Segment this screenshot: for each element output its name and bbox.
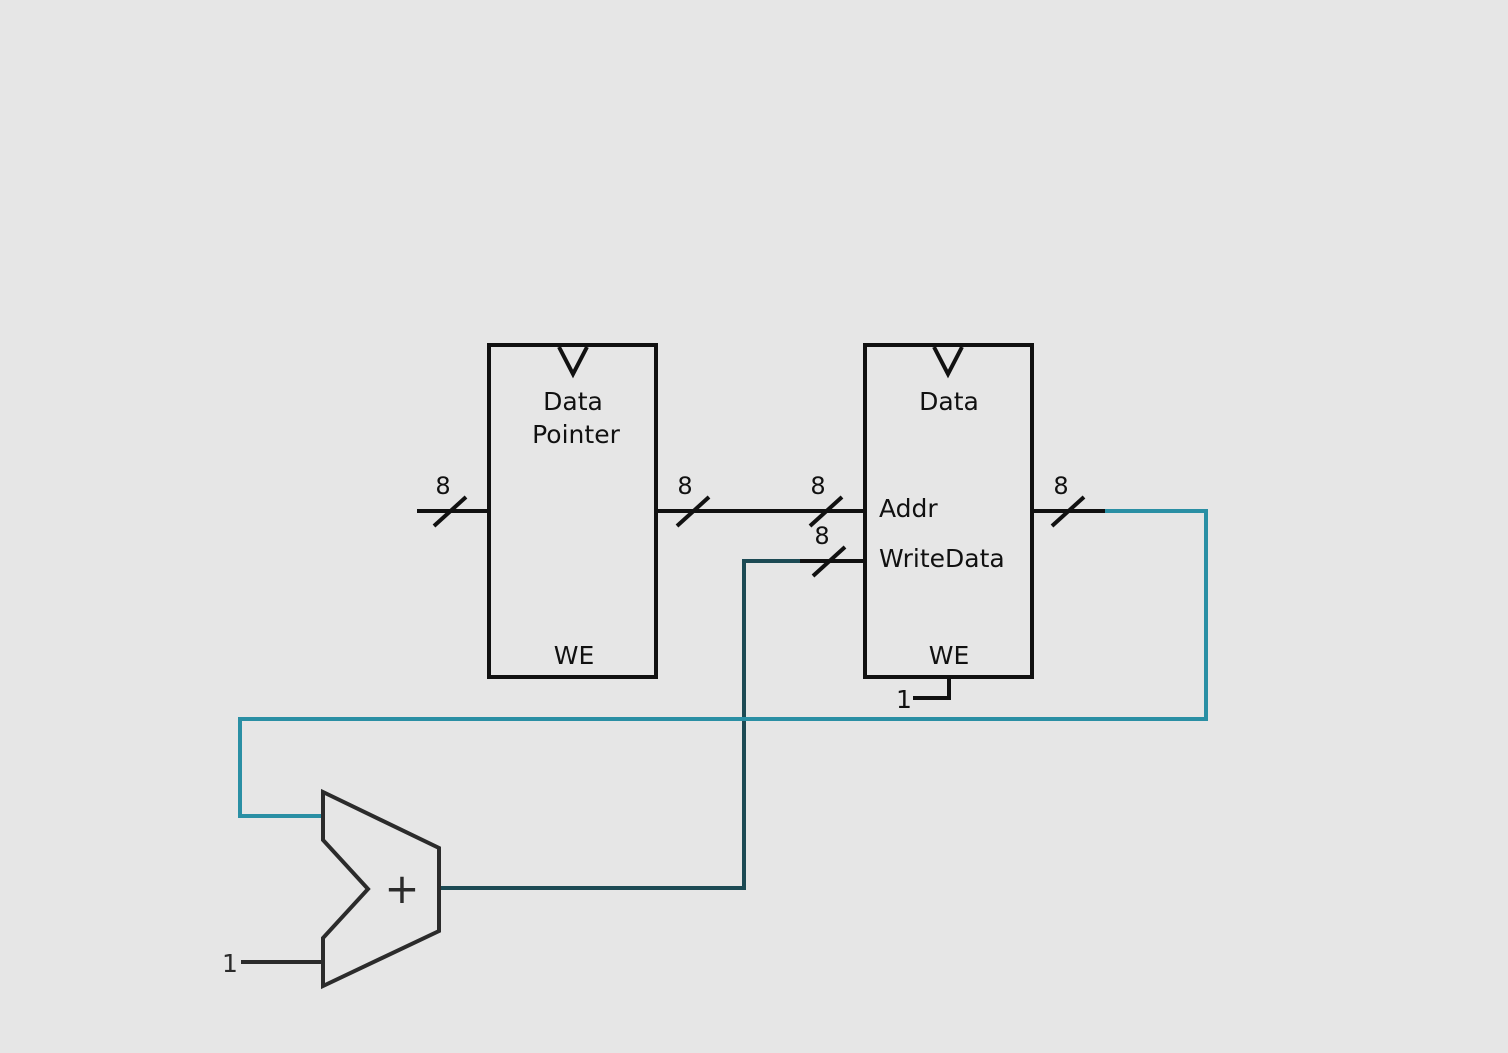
adder-body — [321, 788, 441, 990]
dp-output-bus-slash — [675, 495, 711, 528]
data-pointer-register: Data Pointer WE — [487, 343, 658, 679]
data-pointer-title-line1: Data — [543, 387, 603, 416]
dp-to-addr-bus: 8 8 — [656, 472, 865, 528]
addr-bus-slash — [808, 495, 844, 528]
data-pointer-title-line2: Pointer — [532, 420, 620, 449]
dp-input-bus: 8 — [417, 472, 489, 528]
data-we-wire — [913, 677, 951, 700]
data-we-const: 1 — [896, 685, 912, 714]
data-output-bus-slash — [1050, 495, 1086, 528]
writedata-bus-slash — [811, 545, 847, 578]
data-output-width: 8 — [1053, 472, 1068, 500]
data-register: Data Addr WriteData WE 1 — [863, 343, 1034, 714]
adder-const-input: 1 — [222, 949, 238, 978]
data-feedback-wire — [238, 509, 1208, 818]
data-addr-label: Addr — [879, 494, 938, 523]
writedata-bus: 8 — [440, 522, 865, 890]
data-title: Data — [919, 387, 979, 416]
data-clock-icon — [932, 346, 964, 379]
adder-plus-icon: + — [384, 864, 419, 913]
data-we-label: WE — [929, 641, 970, 670]
data-writedata-label: WriteData — [879, 544, 1005, 573]
writedata-width: 8 — [814, 522, 829, 550]
dp-input-bus-slash — [432, 495, 468, 528]
addr-width: 8 — [810, 472, 825, 500]
data-pointer-clock-icon — [557, 346, 589, 379]
dp-input-width: 8 — [435, 472, 450, 500]
data-output-bus: 8 — [238, 472, 1208, 818]
dp-output-width: 8 — [677, 472, 692, 500]
adder-to-writedata-wire — [440, 559, 800, 890]
adder: + 1 — [222, 788, 441, 990]
data-pointer-we-label: WE — [554, 641, 595, 670]
